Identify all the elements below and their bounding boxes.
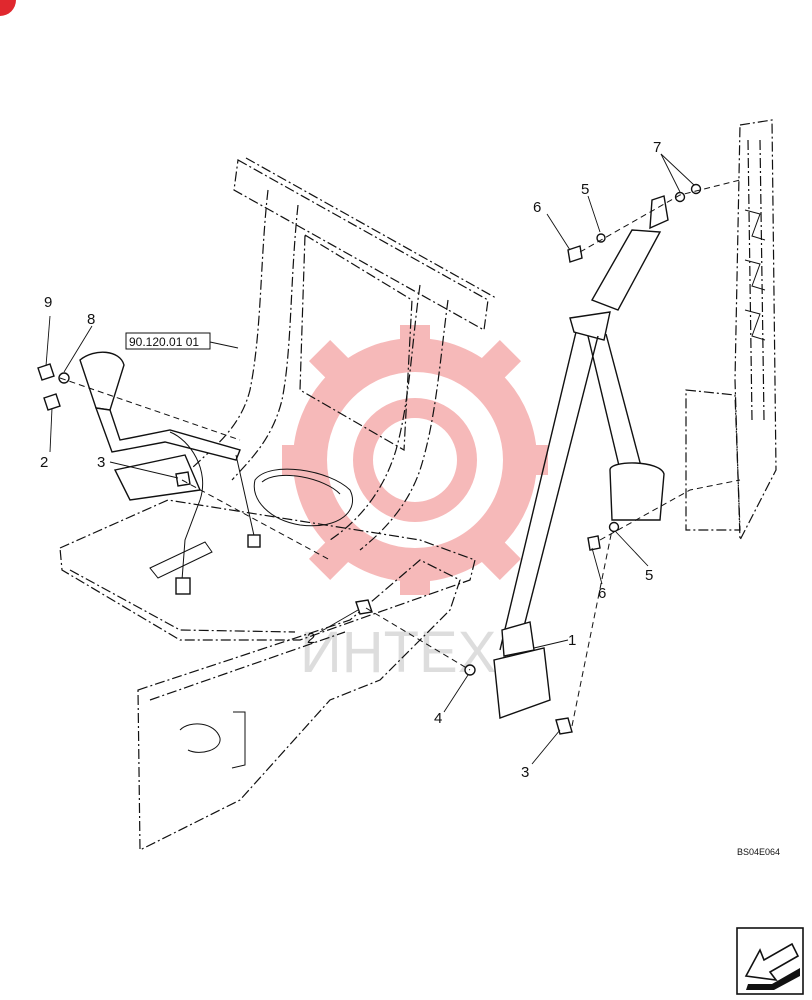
callout-2: 2 — [307, 630, 315, 647]
nav-back-button[interactable] — [736, 927, 804, 995]
watermark-text: ИНТЕХ — [300, 620, 496, 685]
callout-8: 8 — [87, 311, 95, 328]
seat-frame — [59, 157, 497, 851]
callout-6: 6 — [533, 199, 541, 216]
watermark-logo — [282, 325, 548, 595]
corner-mark — [0, 0, 16, 16]
cab-pillar — [685, 119, 777, 543]
buckle-assembly-left — [79, 351, 261, 595]
arrow-back-icon — [744, 942, 800, 990]
reference-code: 90.120.01 01 — [129, 335, 199, 349]
callout-2: 2 — [40, 454, 48, 471]
callout-4: 4 — [434, 710, 442, 727]
leader-lines — [45, 153, 741, 765]
seat-belt-assembly — [493, 195, 669, 719]
callout-7: 7 — [653, 139, 661, 156]
callout-5: 5 — [645, 567, 653, 584]
callout-1: 1 — [568, 632, 576, 649]
hardware — [37, 183, 702, 735]
callout-3: 3 — [521, 764, 529, 781]
callout-6: 6 — [598, 585, 606, 602]
reference-box — [125, 332, 211, 350]
callout-9: 9 — [44, 294, 52, 311]
callout-3: 3 — [97, 454, 105, 471]
drawing-code: BS04E064 — [737, 847, 780, 857]
callout-5: 5 — [581, 181, 589, 198]
